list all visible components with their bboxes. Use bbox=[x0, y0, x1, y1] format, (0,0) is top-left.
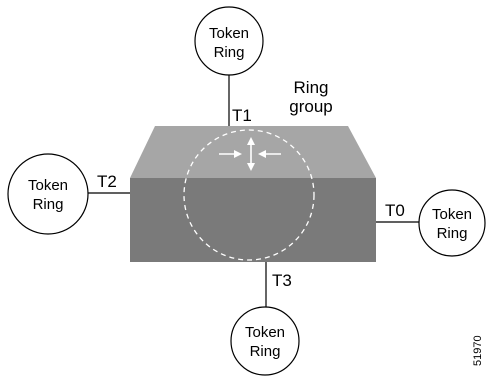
router-box bbox=[130, 126, 376, 262]
figure-id: 51970 bbox=[472, 335, 484, 366]
arrow-left-head bbox=[258, 150, 266, 158]
router-front-face bbox=[130, 178, 376, 262]
token-ring-left-label-2: Ring bbox=[33, 196, 64, 213]
arrow-right-head bbox=[234, 150, 242, 158]
ring-group-label-1: Ring bbox=[294, 78, 329, 97]
token-ring-top-circle bbox=[194, 6, 264, 76]
token-ring-right-label-1: Token bbox=[432, 206, 472, 223]
token-ring-bottom-label-2: Ring bbox=[250, 343, 281, 360]
token-ring-right-circle bbox=[418, 189, 486, 257]
router-top-face bbox=[130, 126, 376, 178]
token-ring-bottom: Token Ring bbox=[230, 306, 300, 376]
token-ring-right: Token Ring bbox=[418, 189, 486, 257]
ring-arrows bbox=[219, 137, 281, 171]
interface-label-t0: T0 bbox=[385, 201, 405, 220]
interface-label-t3: T3 bbox=[272, 271, 292, 290]
token-ring-top: Token Ring bbox=[194, 6, 264, 76]
interface-label-t2: T2 bbox=[97, 172, 117, 191]
token-ring-left-circle bbox=[7, 153, 89, 235]
arrow-up-head bbox=[247, 137, 255, 145]
token-ring-bottom-label-1: Token bbox=[245, 324, 285, 341]
ring-group-label-2: group bbox=[289, 97, 332, 116]
token-ring-left-label-1: Token bbox=[28, 177, 68, 194]
arrow-down-head bbox=[247, 163, 255, 171]
token-ring-top-label-2: Ring bbox=[214, 44, 245, 61]
token-ring-bottom-circle bbox=[230, 306, 300, 376]
connection-lines bbox=[88, 74, 419, 309]
token-ring-top-label-1: Token bbox=[209, 25, 249, 42]
token-ring-right-label-2: Ring bbox=[437, 225, 468, 242]
virtual-ring-circle bbox=[183, 129, 315, 261]
token-ring-left: Token Ring bbox=[7, 153, 89, 235]
interface-label-t1: T1 bbox=[232, 106, 252, 125]
